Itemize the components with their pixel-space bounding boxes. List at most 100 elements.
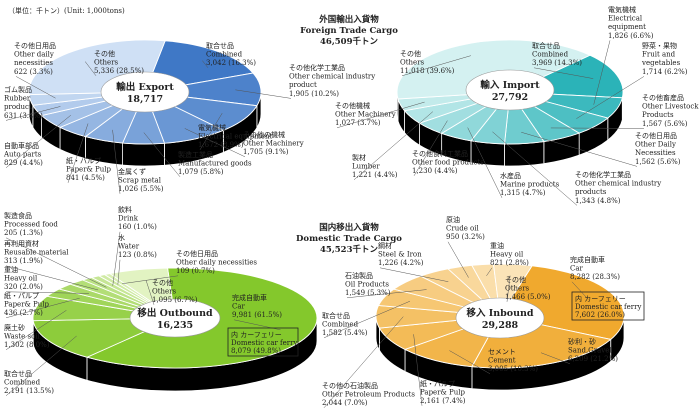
slice-label-line: Steel & Iron (378, 251, 422, 259)
slice-label-line: Combined (4, 379, 41, 387)
slice-label-line: 11,018 (39.6%) (400, 67, 455, 75)
leader-line (323, 316, 404, 408)
slice-label-line: 3,005 (10.3%) (488, 365, 538, 373)
slice-label-line: 1,302 (8.0%) (4, 341, 50, 349)
slice-label-line: 再利用資材 (4, 239, 39, 248)
slice-label-line: 1,095 (6.7%) (152, 296, 198, 304)
leader-line (5, 310, 67, 351)
slice-label-line: 取合せ品 (532, 41, 560, 50)
leader-line (5, 237, 107, 288)
leader-line (379, 267, 449, 282)
leader-line (143, 132, 181, 177)
car-ferry-label: 内 カーフェリー (231, 330, 282, 339)
slice-label-line: ゴム製品 (4, 85, 32, 94)
slice-label-line: 123 (0.8%) (118, 251, 157, 259)
slice-label-line: 取合せ品 (4, 369, 32, 378)
slice-label-line: Others (505, 285, 530, 293)
slice-label-line: Other food products (412, 159, 484, 167)
slice-label-line: product (289, 81, 317, 89)
slice-label-line: Car (570, 265, 584, 273)
slice-label-line: Other daily (14, 51, 54, 59)
slice-label-line: Others (400, 59, 425, 67)
car-ferry-label-en: Domestic car ferry (231, 339, 297, 347)
slice-label-line: その他の機械 (243, 130, 285, 139)
slice-label-line: 金属くず (118, 167, 146, 176)
slice-label-line: 160 (1.0%) (118, 223, 157, 231)
leader-line (353, 111, 434, 180)
leader-line (413, 120, 448, 176)
slice-label-line: Electrical equipment (198, 133, 273, 141)
slice-label-line: products (575, 188, 607, 196)
pie-center-3 (129, 298, 221, 338)
car-ferry-box (571, 291, 645, 321)
pie-center-value: 16,235 (157, 320, 193, 331)
leader-line (235, 89, 292, 99)
slice-label-line: Water (118, 243, 140, 251)
slice-label-line: Scrap metal (118, 177, 162, 185)
car-ferry-label: 内 カーフェリー (575, 294, 626, 303)
slice-label-line: 3,969 (14.3%) (532, 59, 582, 67)
leader-line (506, 275, 511, 302)
slice-label-line: 9,981 (61.5%) (232, 311, 282, 319)
slice-label-line: 1,226 (4.2%) (378, 259, 424, 267)
slice-label-line: 1,466 (5.0%) (505, 293, 551, 301)
slice-label-line: 1,714 (6.2%) (642, 68, 688, 76)
leader-line (576, 76, 645, 119)
slice-label-line: 5,336 (28.5%) (94, 67, 144, 75)
slice-label-line: 重油 (4, 265, 18, 274)
slice-label-line: 廃土砂 (4, 323, 25, 332)
slice-label-line: 原油 (446, 215, 460, 224)
slice-label-line: Electrical (608, 15, 643, 23)
slice-label-line: Rubber (4, 95, 31, 103)
slice-label-line: 重油 (490, 241, 504, 250)
pie-side-1-5 (122, 142, 165, 167)
leader-line (5, 106, 61, 121)
slice-label-line: Crude oil (446, 225, 480, 233)
slice-label-line: Others (94, 59, 119, 67)
slice-label-line: Paper& Pulp (66, 166, 111, 174)
pie-center-2 (465, 69, 555, 111)
slice-label-line: その他日用品 (14, 41, 56, 50)
slice-label-line: Other chemical industry (289, 73, 375, 81)
leader-line (5, 335, 77, 396)
slice-label-line: 1,582 (5.4%) (322, 329, 368, 337)
section-title-jp: 外国輸出入貨物 (318, 14, 379, 25)
slice-label-line: 1,905 (10.2%) (289, 90, 339, 98)
pie-side-2-5 (504, 141, 545, 167)
leader-line (15, 76, 56, 99)
slice-label-line: Cement (488, 357, 516, 365)
slice-label-line: その他 (400, 49, 421, 58)
slice-label-line: セメント (488, 348, 516, 356)
slice-label-line: necessities (14, 59, 53, 67)
slice-label-line: その他化学工業品 (289, 63, 345, 72)
slice-label-line: Heavy oil (490, 251, 524, 259)
slice-label-line: Products (642, 111, 674, 119)
slice-label-line: 取合せ品 (206, 41, 234, 50)
slice-label-line: 841 (4.5%) (66, 174, 105, 182)
slice-label-line: その他日用品 (176, 249, 218, 258)
slice-label-line: 取合せ品 (322, 311, 350, 320)
leader-line (117, 259, 121, 285)
slice-label-line: Other Petroleum Products (322, 391, 415, 399)
